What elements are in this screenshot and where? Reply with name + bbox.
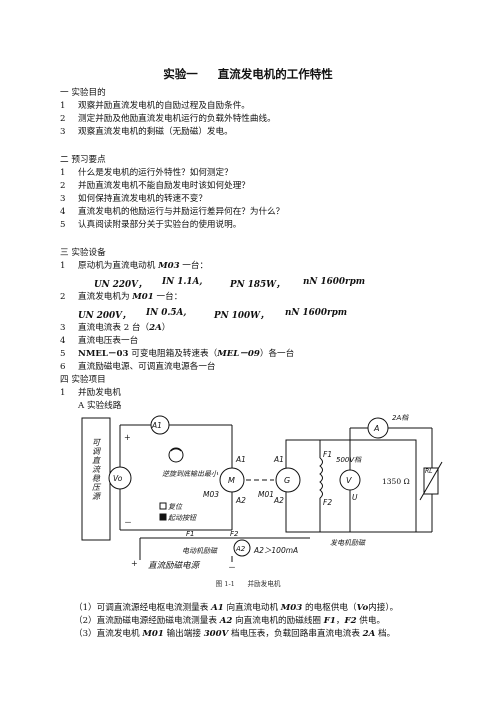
- svg-text:V: V: [346, 476, 352, 485]
- svg-text:500V档: 500V档: [336, 456, 362, 464]
- section-heading-1: 一 实验目的: [60, 88, 106, 98]
- svg-text:+: +: [131, 559, 138, 568]
- svg-text:A2＞100mA: A2＞100mA: [253, 546, 298, 555]
- note-speed: 逆旋到底输出最小: [162, 470, 219, 478]
- section-heading-3: 三 实验设备: [60, 248, 106, 258]
- source-label: 可调直流稳压源: [90, 438, 101, 501]
- start-button-icon: [159, 513, 167, 521]
- gen-code: M01: [258, 490, 274, 499]
- knob-icon: [168, 447, 184, 463]
- ammeter-a2: [233, 539, 251, 557]
- spec-pn: PN 100W，: [214, 311, 269, 321]
- svg-text:F2: F2: [230, 530, 239, 538]
- plus-label: +: [124, 433, 131, 442]
- spec-nn: nN 1600rpm: [303, 277, 366, 287]
- svg-text:A2: A2: [235, 545, 246, 553]
- note-3: （3）直流发电机 M01 输出端接 300V 档电压表，负载回路串直流电流表 2…: [74, 629, 396, 639]
- page-title: 实验一 直流发电机的工作特性: [0, 66, 496, 82]
- svg-text:A1: A1: [235, 455, 246, 464]
- note-2: （2）直流励磁电源经励磁电流测量表 A2 向直流电机的励磁线圈 F1，F2 供电…: [74, 616, 386, 626]
- svg-text:电动机励磁: 电动机励磁: [182, 547, 218, 555]
- vo-meter: [108, 466, 132, 490]
- svg-text:F2: F2: [323, 498, 332, 507]
- spec-nn: nN 1600rpm: [285, 308, 348, 318]
- spec-pn: PN 185W，: [230, 280, 285, 290]
- spec-in: IN 1.1A,: [162, 277, 203, 287]
- svg-text:RL: RL: [425, 468, 433, 475]
- motor-m-label: M: [228, 476, 235, 485]
- spec-un: UN 220V，: [94, 280, 147, 290]
- svg-text:A: A: [373, 424, 379, 433]
- field-winding: [319, 457, 323, 499]
- title-part2: 直流发电机的工作特性: [217, 67, 333, 81]
- note-1: （1）可调直流源经电枢电流测量表 A1 向直流电动机 M03 的电枢供电（Vo内…: [74, 603, 399, 613]
- spec-in: IN 0.5A,: [146, 308, 187, 318]
- section-heading-4: 四 实验项目: [60, 375, 106, 385]
- gen-exc-label: 发电机励磁: [330, 539, 366, 547]
- svg-text:F1: F1: [323, 450, 332, 459]
- figure-caption: 图 1-1 并励发电机: [215, 580, 281, 588]
- section-heading-2: 二 预习要点: [60, 155, 106, 165]
- subsection-label: A 实验线路: [78, 401, 122, 411]
- svg-text:F1: F1: [186, 530, 194, 538]
- svg-text:A2: A2: [273, 496, 284, 505]
- generator-m01: [275, 467, 301, 493]
- motor-code: M03: [203, 490, 219, 499]
- svg-text:起动按钮: 起动按钮: [168, 514, 197, 522]
- title-part1: 实验一: [163, 67, 198, 81]
- svg-text:2A档: 2A档: [392, 414, 409, 422]
- svg-text:－: －: [228, 563, 236, 572]
- a1-label: A1: [151, 421, 162, 430]
- spec-un: UN 200V，: [78, 311, 131, 321]
- svg-text:A1: A1: [273, 455, 284, 464]
- reset-button-icon: [159, 502, 167, 510]
- svg-text:复位: 复位: [168, 503, 183, 511]
- vo-label: Vo: [113, 474, 123, 483]
- exc-source-label: 直流励磁电源: [148, 560, 201, 571]
- minus-label: －: [124, 518, 132, 527]
- svg-text:A2: A2: [235, 496, 246, 505]
- svg-text:G: G: [284, 476, 290, 485]
- resistance-label: 1350 Ω: [382, 477, 410, 486]
- svg-text:U: U: [352, 493, 358, 502]
